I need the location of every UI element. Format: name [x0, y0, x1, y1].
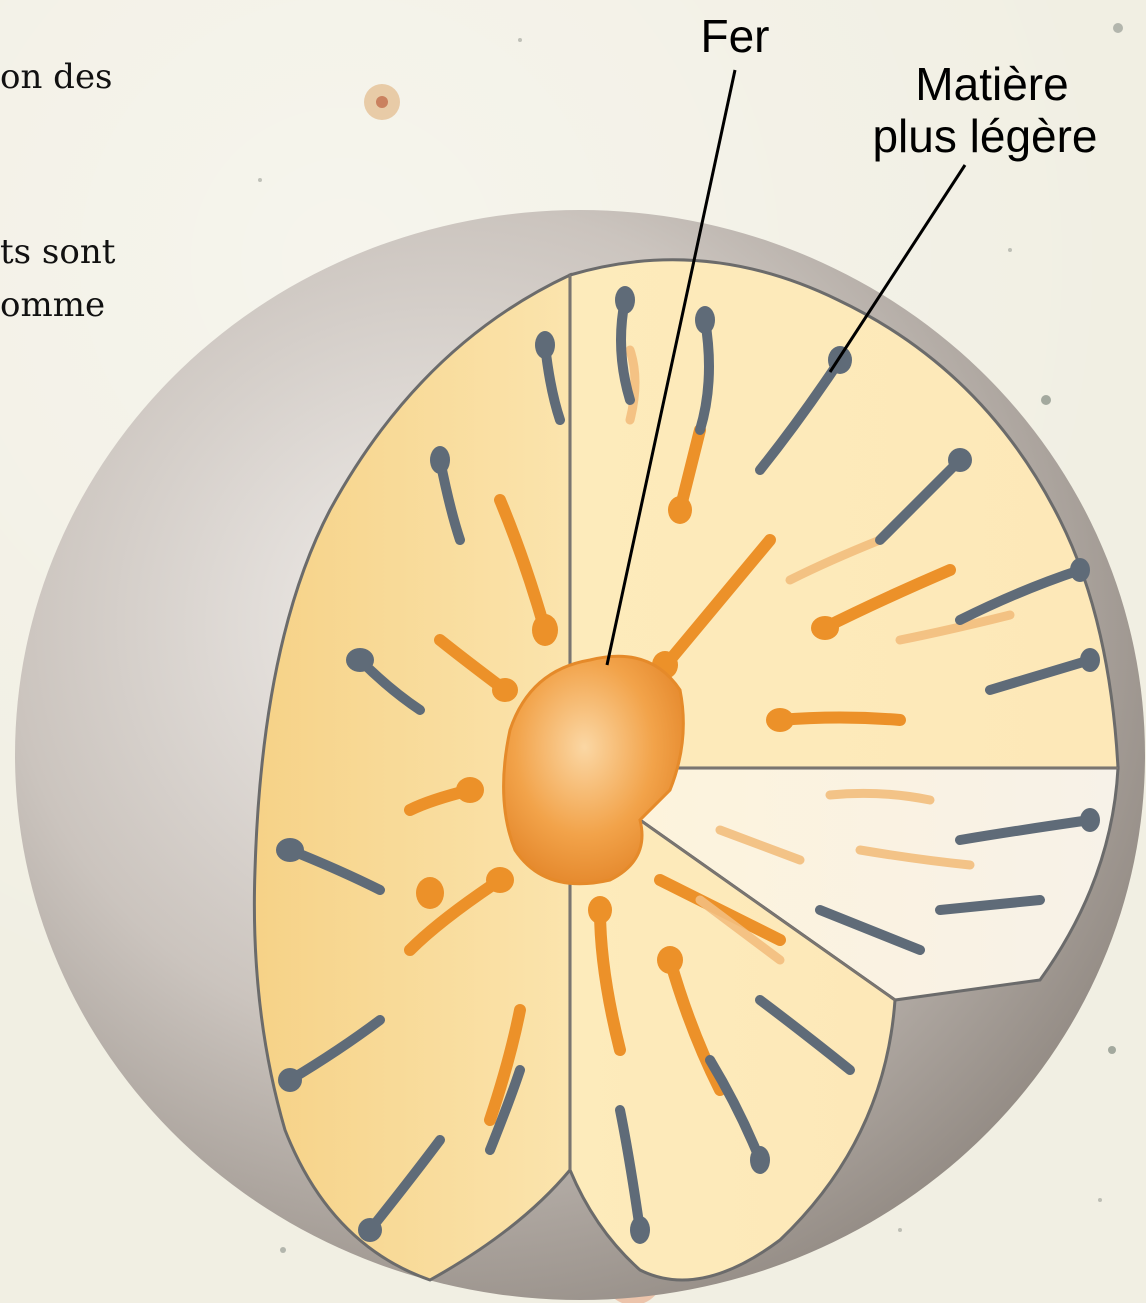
light-matter-label-line-2: plus légère	[872, 110, 1097, 162]
light-matter-label-line-1: Matière	[915, 58, 1068, 110]
iron-label: Fer	[701, 10, 770, 62]
